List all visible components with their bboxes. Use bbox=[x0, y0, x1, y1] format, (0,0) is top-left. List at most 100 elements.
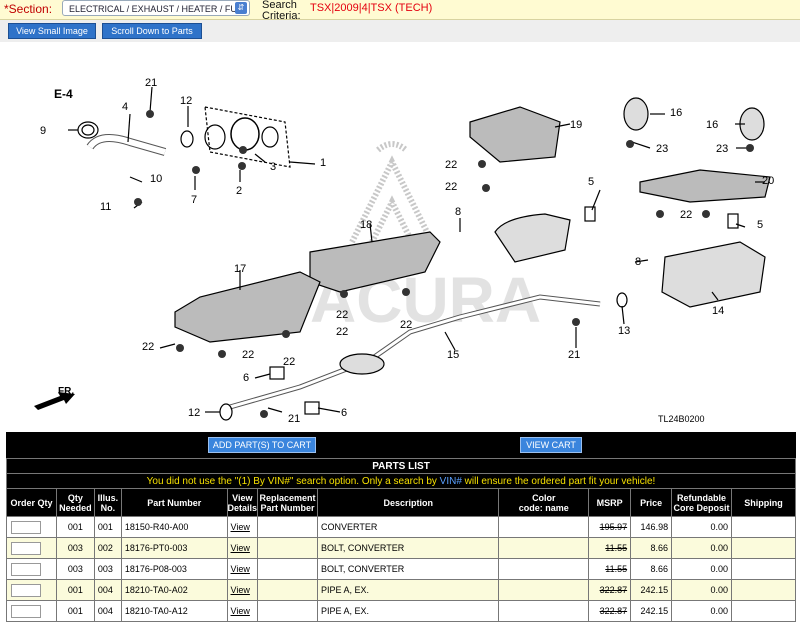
price: 242.15 bbox=[630, 600, 673, 622]
callout-22i: 22 bbox=[400, 319, 412, 331]
msrp: 11.55 bbox=[605, 543, 628, 553]
callout-1: 1 bbox=[320, 157, 326, 169]
diagram-code: TL24B0200 bbox=[658, 414, 705, 424]
color-code bbox=[498, 537, 590, 559]
parts-table: PARTS LIST You did not use the "(1) By V… bbox=[6, 458, 796, 622]
section-select[interactable]: ELECTRICAL / EXHAUST / HEATER / FUI ⇵ bbox=[62, 0, 250, 16]
view-details-cell: View bbox=[226, 537, 259, 559]
description: BOLT, CONVERTER bbox=[317, 537, 500, 559]
order-qty-input[interactable] bbox=[11, 520, 41, 534]
exhaust-diagram-svg: ACURA bbox=[34, 77, 774, 425]
description: CONVERTER bbox=[317, 516, 500, 538]
callout-21a: 21 bbox=[145, 77, 157, 89]
part-number: 18176-P08-003 bbox=[120, 558, 228, 580]
qty-needed: 001 bbox=[55, 516, 95, 538]
callout-8b: 8 bbox=[635, 256, 641, 268]
price: 146.98 bbox=[630, 516, 673, 538]
order-qty-input[interactable] bbox=[11, 562, 41, 576]
order-qty-input[interactable] bbox=[11, 604, 41, 618]
replacement-part-number bbox=[257, 579, 319, 601]
add-parts-to-cart-button[interactable]: ADD PART(S) TO CART bbox=[208, 437, 316, 453]
filter-bar: *Section: ELECTRICAL / EXHAUST / HEATER … bbox=[0, 0, 800, 22]
replacement-part-number bbox=[257, 600, 319, 622]
parts-list-title-row: PARTS LIST bbox=[6, 458, 796, 474]
replacement-part-number bbox=[257, 537, 319, 559]
view-details-link[interactable]: View bbox=[230, 606, 250, 616]
scroll-down-to-parts-button[interactable]: Scroll Down to Parts bbox=[102, 23, 202, 39]
view-details-link[interactable]: View bbox=[230, 543, 250, 553]
view-cart-button[interactable]: VIEW CART bbox=[520, 437, 582, 453]
order-qty-input[interactable] bbox=[11, 541, 41, 555]
color-code bbox=[498, 579, 590, 601]
callout-8a: 8 bbox=[455, 206, 461, 218]
callout-10: 10 bbox=[150, 173, 162, 185]
col-description: Description bbox=[317, 488, 500, 517]
shipping bbox=[731, 516, 796, 538]
part-number: 18210-TA0-A12 bbox=[120, 600, 228, 622]
callout-18: 18 bbox=[360, 219, 372, 231]
acura-watermark bbox=[349, 141, 435, 244]
table-row: 003 003 18176-P08-003 View BOLT, CONVERT… bbox=[6, 558, 796, 580]
callout-20: 20 bbox=[762, 175, 774, 187]
parts-list-title: PARTS LIST bbox=[6, 458, 796, 474]
table-row: 001 004 18210-TA0-A02 View PIPE A, EX. 3… bbox=[6, 579, 796, 601]
core-deposit: 0.00 bbox=[671, 600, 733, 622]
callout-22f: 22 bbox=[283, 356, 295, 368]
core-deposit: 0.00 bbox=[671, 558, 733, 580]
callout-16a: 16 bbox=[670, 107, 682, 119]
order-qty-input[interactable] bbox=[11, 583, 41, 597]
search-criteria-value: TSX|2009|4|TSX (TECH) bbox=[310, 2, 433, 14]
view-small-image-button[interactable]: View Small Image bbox=[8, 23, 96, 39]
vin-warning-text-start: You did not use the "(1) By VIN#" search… bbox=[146, 475, 440, 487]
col-order-qty: Order Qty bbox=[6, 488, 57, 517]
callout-22c: 22 bbox=[680, 209, 692, 221]
vin-warning-row: You did not use the "(1) By VIN#" search… bbox=[6, 473, 796, 489]
table-row: 001 004 18210-TA0-A12 View PIPE A, EX. 3… bbox=[6, 600, 796, 622]
price: 8.66 bbox=[630, 537, 673, 559]
callout-16b: 16 bbox=[706, 119, 718, 131]
callout-23a: 23 bbox=[656, 143, 668, 155]
order-qty-cell bbox=[6, 537, 57, 559]
col-price: Price bbox=[630, 488, 673, 517]
section-select-value: ELECTRICAL / EXHAUST / HEATER / FUI bbox=[69, 4, 240, 14]
part-number: 18210-TA0-A02 bbox=[120, 579, 228, 601]
callout-14: 14 bbox=[712, 305, 724, 317]
shipping bbox=[731, 537, 796, 559]
msrp-cell: 322.87 bbox=[588, 600, 632, 622]
col-shipping: Shipping bbox=[731, 488, 796, 517]
callout-22h: 22 bbox=[336, 326, 348, 338]
shipping bbox=[731, 558, 796, 580]
col-msrp: MSRP bbox=[588, 488, 632, 517]
illus-no: 003 bbox=[93, 558, 122, 580]
illus-no: 002 bbox=[93, 537, 122, 559]
callout-13: 13 bbox=[618, 325, 630, 337]
qty-needed: 003 bbox=[55, 537, 95, 559]
section-ref: E-4 bbox=[54, 87, 73, 101]
criteria-label-line-2: Criteria: bbox=[262, 10, 301, 22]
callout-22a: 22 bbox=[445, 159, 457, 171]
order-qty-cell bbox=[6, 558, 57, 580]
msrp-cell: 11.55 bbox=[588, 558, 632, 580]
vin-warning-link[interactable]: VIN# bbox=[439, 475, 462, 487]
view-details-link[interactable]: View bbox=[230, 585, 250, 595]
callout-2: 2 bbox=[236, 185, 242, 197]
callout-15: 15 bbox=[447, 349, 459, 361]
callout-22g: 22 bbox=[336, 309, 348, 321]
description: PIPE A, EX. bbox=[317, 600, 500, 622]
shipping bbox=[731, 579, 796, 601]
view-details-link[interactable]: View bbox=[230, 564, 250, 574]
callout-21c: 21 bbox=[288, 413, 300, 425]
callout-3: 3 bbox=[270, 161, 276, 173]
order-qty-cell bbox=[6, 516, 57, 538]
msrp-cell: 11.55 bbox=[588, 537, 632, 559]
msrp-cell: 322.87 bbox=[588, 579, 632, 601]
view-details-link[interactable]: View bbox=[230, 522, 250, 532]
core-deposit: 0.00 bbox=[671, 579, 733, 601]
msrp: 322.87 bbox=[599, 606, 628, 616]
part-number: 18176-PT0-003 bbox=[120, 537, 228, 559]
illus-no: 004 bbox=[93, 600, 122, 622]
view-details-cell: View bbox=[226, 579, 259, 601]
